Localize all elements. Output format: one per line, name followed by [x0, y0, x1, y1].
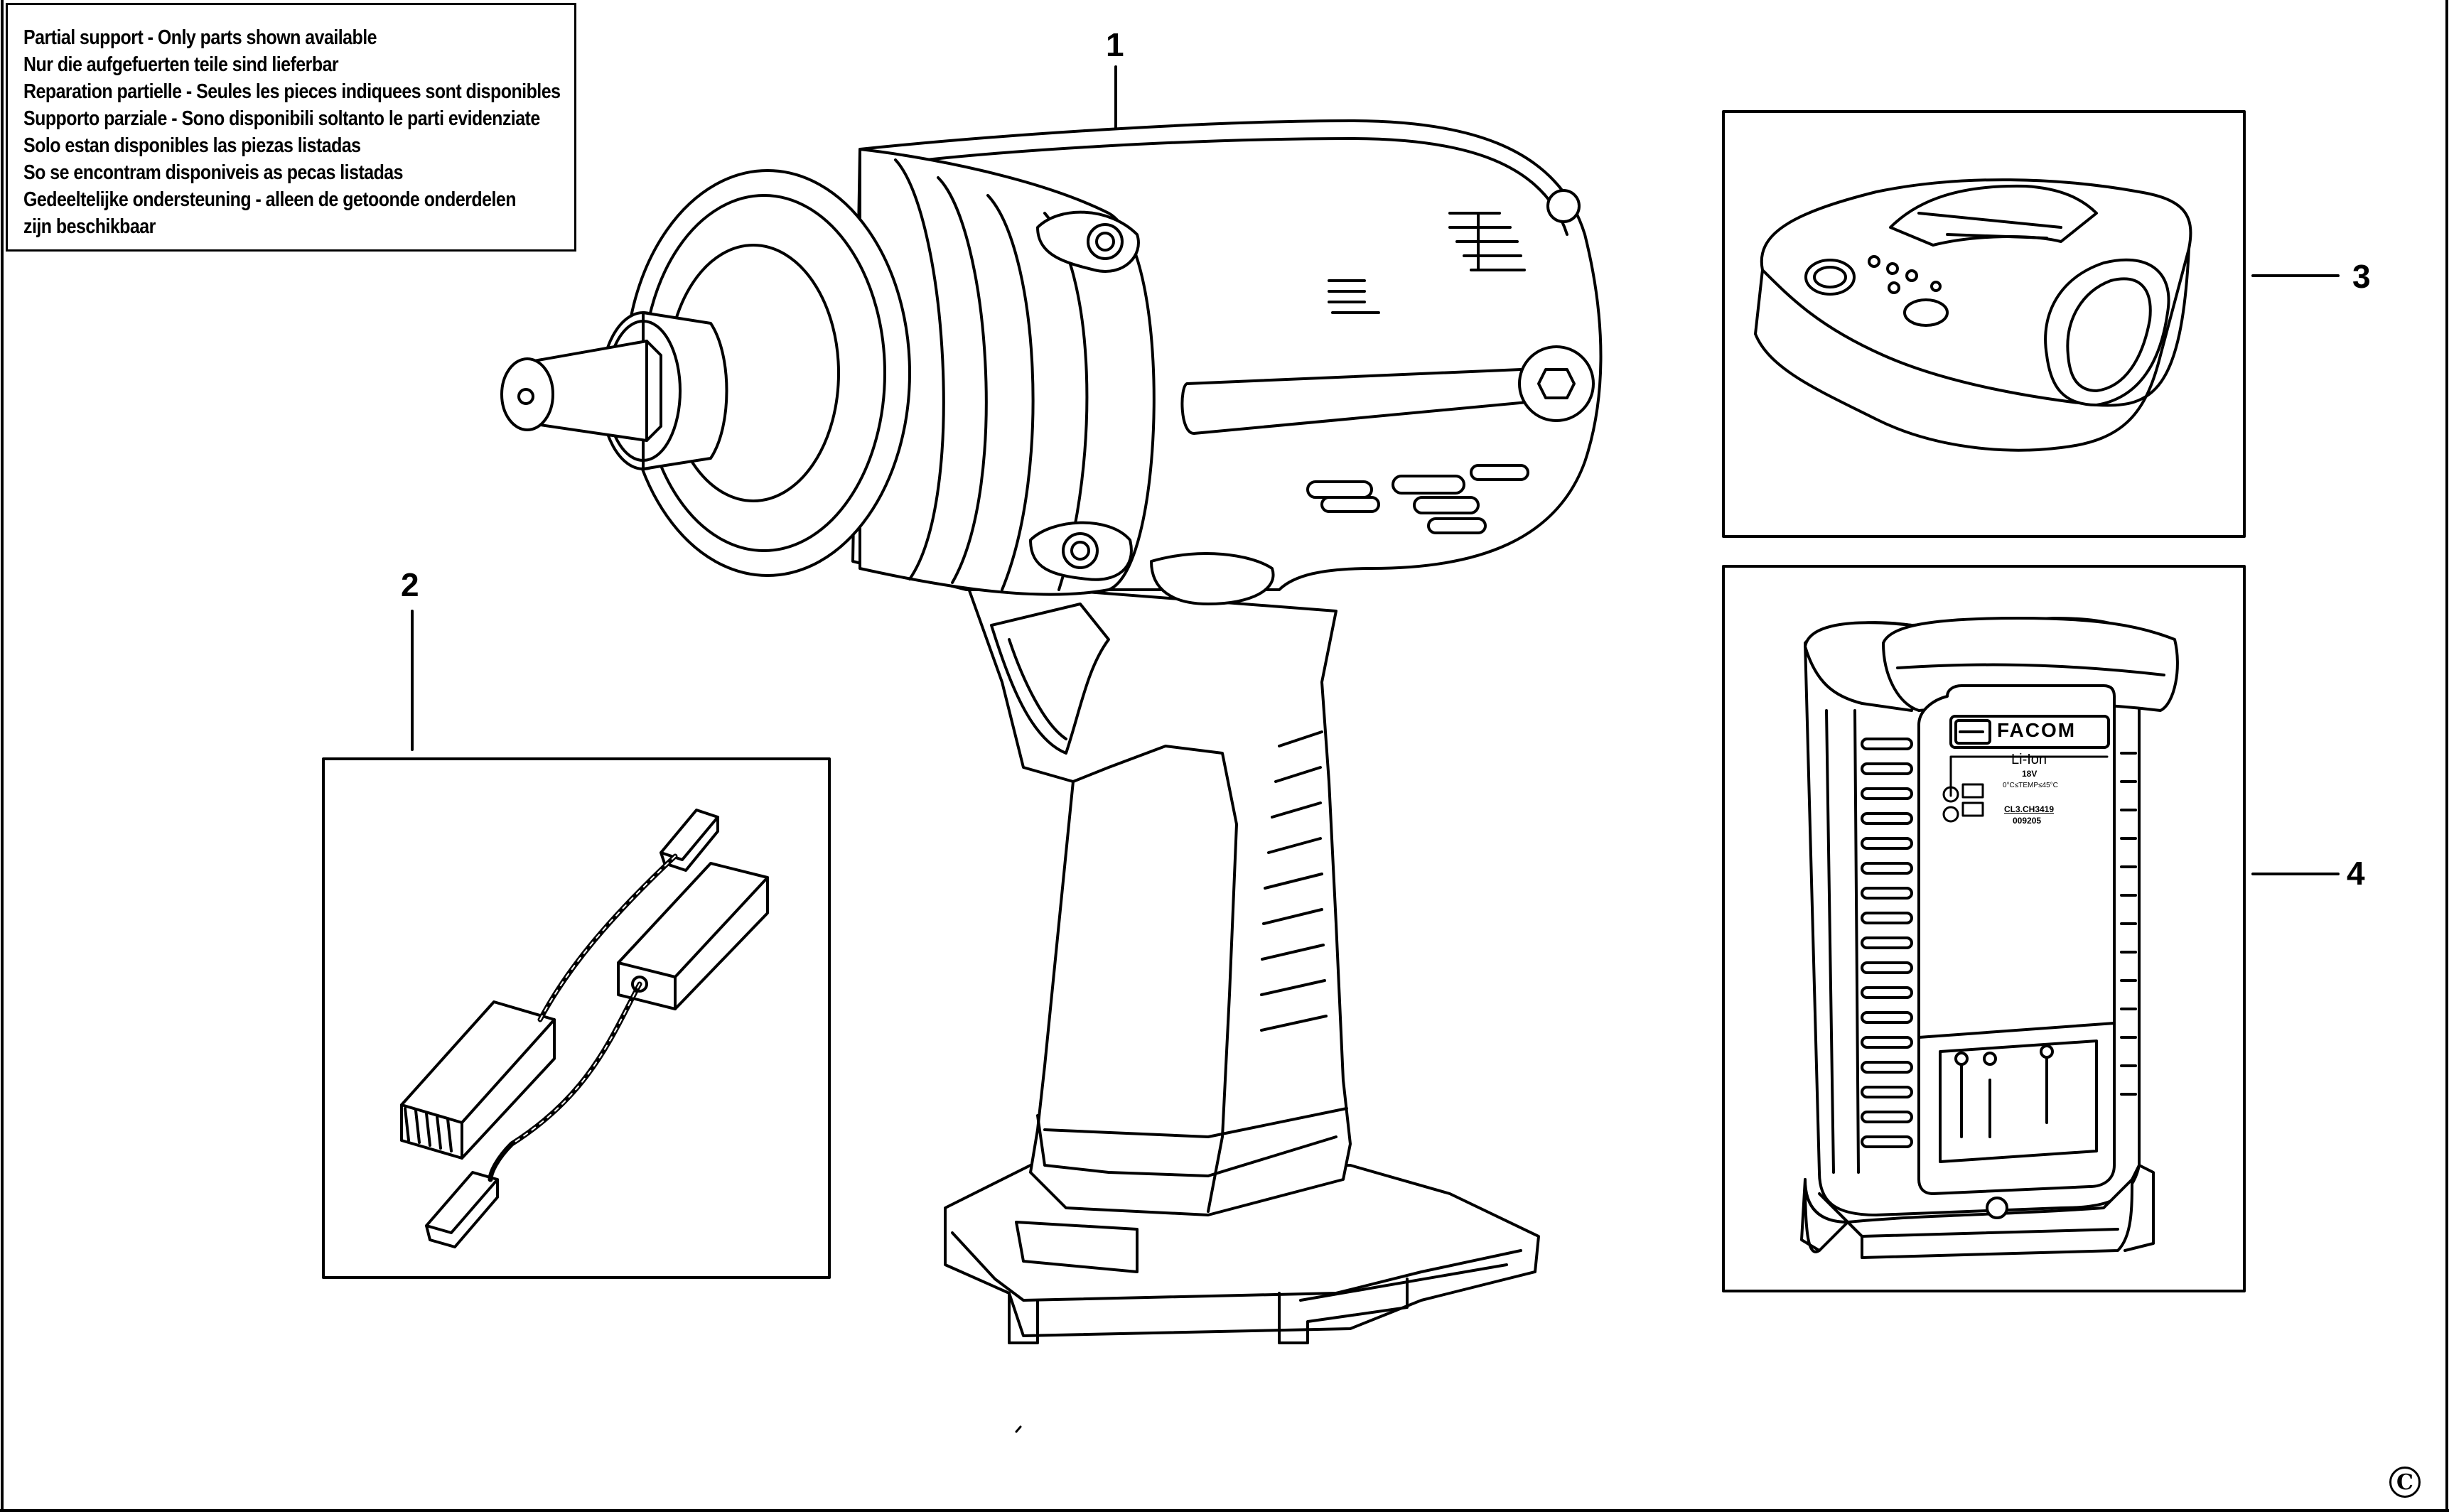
charger-drawing: [1722, 565, 2340, 1292]
notice-line: Reparation partielle - Seules les pieces…: [23, 80, 561, 103]
notice-line: Gedeeltelijke ondersteuning - alleen de …: [23, 188, 516, 211]
charger-temp-label: 0°C≤TEMP≤45°C: [2003, 782, 2058, 789]
partial-support-notice: Partial support - Only parts shown avail…: [6, 3, 576, 252]
callout-4: 4: [2347, 855, 2365, 892]
charger-serial-label: 009205: [2013, 816, 2042, 826]
notice-line: zijn beschikbaar: [23, 215, 156, 238]
battery-drawing: [1722, 110, 2340, 538]
charger-voltage-label: 18V: [2022, 769, 2038, 779]
impact-wrench-drawing: [500, 65, 1603, 1344]
charger-brand-label: FACOM: [1997, 719, 2077, 741]
part-3-frame: [1722, 110, 2246, 538]
charger-chemistry-label: Li-Ion: [2011, 752, 2047, 767]
callout-3: 3: [2352, 258, 2371, 295]
notice-line: Nur die aufgefuerten teile sind lieferba…: [23, 53, 339, 76]
part-2-frame: [322, 757, 831, 1279]
notice-line: So se encontram disponiveis as pecas lis…: [23, 161, 404, 184]
callout-1: 1: [1106, 26, 1124, 63]
copyright-icon: C: [2389, 1467, 2421, 1498]
carbon-brushes-drawing: [322, 610, 831, 1279]
part-4-frame: [1722, 565, 2246, 1292]
callout-2: 2: [401, 566, 419, 603]
charger-model-label: CL3.CH3419: [2004, 804, 2055, 814]
notice-line: Partial support - Only parts shown avail…: [23, 26, 377, 49]
notice-line: Supporto parziale - Sono disponibili sol…: [23, 107, 540, 130]
notice-line: Solo estan disponibles las piezas listad…: [23, 134, 361, 157]
